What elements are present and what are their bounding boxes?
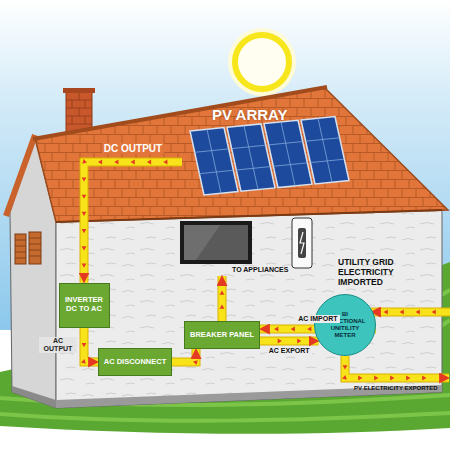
screen-glare [184, 225, 220, 260]
window-shutter [29, 232, 41, 264]
annotation-holder: PV ELECTRICITY EXPORTED [352, 385, 440, 392]
solar-cells [195, 129, 234, 193]
flow-band [172, 349, 196, 362]
power-flow-arrow [84, 328, 98, 363]
gable-verge [6, 135, 35, 216]
sun [235, 35, 289, 89]
annotation: UTILITY GRID ELECTRICITY IMPORTED [336, 258, 412, 287]
appliance-feed-outline [218, 276, 227, 321]
flow-label: AC OUTPUT [39, 337, 77, 353]
node-label: BREAKER PANEL [190, 331, 254, 340]
bolt-symbol [300, 232, 304, 254]
grid-import-line [371, 309, 450, 316]
power-flow-arrow [260, 341, 318, 342]
pv-array: PV ARRAY [182, 105, 357, 200]
annotation: PV ELECTRICITY EXPORTED [352, 385, 440, 392]
sun-glow [228, 28, 296, 96]
power-flow-arrow [172, 349, 196, 362]
grid-import-outline [371, 308, 450, 317]
annotation: TO APPLIANCES [230, 266, 290, 274]
node-label: INVERTER DC TO AC [63, 296, 105, 313]
flow-band-outline [260, 337, 318, 346]
water-heater-window [298, 228, 306, 258]
flow-band-outline [84, 328, 98, 363]
flow-band [260, 338, 318, 345]
television [180, 221, 252, 264]
foundation [12, 386, 56, 408]
flow-band-outline [84, 162, 182, 283]
shutter-slats [15, 238, 41, 258]
window-shutter [15, 234, 26, 264]
node-label: AC DISCONNECT [104, 358, 167, 367]
grid-export-outline [345, 356, 449, 378]
grid-export-line [345, 356, 449, 378]
television-screen [184, 225, 248, 260]
flow-label-holder: DC OUTPUT [102, 143, 164, 155]
flow-label: AC EXPORT [267, 347, 312, 355]
flow-band [84, 162, 182, 283]
water-heater [292, 218, 312, 268]
inverter-box: INVERTER DC TO AC [59, 283, 110, 328]
breaker-box: BREAKER PANEL [184, 321, 260, 349]
chimney-cap [63, 88, 95, 93]
solar-panel [301, 117, 349, 184]
flow-label: AC IMPORT [296, 315, 339, 323]
roof [35, 88, 448, 222]
flow-label: DC OUTPUT [102, 143, 164, 155]
chimney-bricks [66, 92, 92, 124]
flow-band-outline [172, 349, 196, 362]
annotation-holder: TO APPLIANCES [230, 266, 290, 274]
annotation-holder: UTILITY GRID ELECTRICITY IMPORTED [336, 258, 412, 287]
meter-circle: BI DIRECTIONAL UNITILITY METER [314, 294, 376, 356]
flow-band [84, 328, 98, 363]
foundation [56, 385, 442, 408]
flow-label-holder: AC EXPORT [267, 347, 312, 355]
node-label: PV ARRAY [212, 106, 288, 123]
eave [56, 210, 442, 222]
power-flow-arrow [84, 162, 182, 283]
flow-label-holder: AC IMPORT [296, 315, 339, 323]
flow-label-holder: AC OUTPUT [39, 337, 77, 353]
disconnect-box: AC DISCONNECT [98, 348, 172, 376]
appliance-feed [219, 276, 226, 321]
